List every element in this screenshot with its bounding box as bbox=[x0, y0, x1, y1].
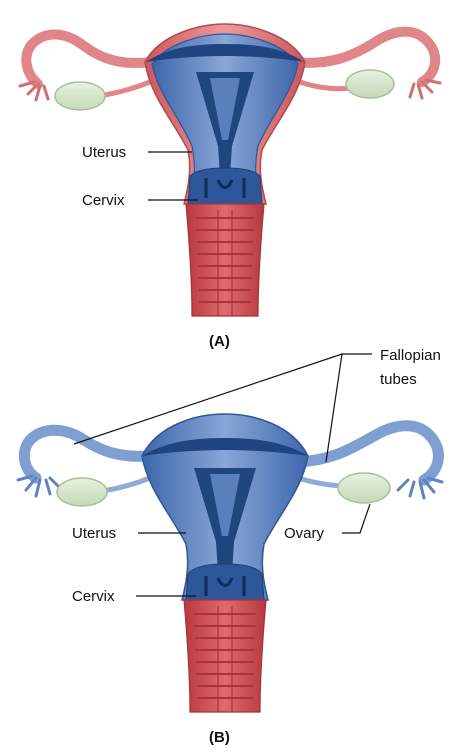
right-ovary-b bbox=[338, 473, 390, 503]
label-uterus-b: Uterus bbox=[72, 525, 116, 542]
caption-a: (A) bbox=[209, 333, 230, 350]
panel-a: Uterus Cervix (A) bbox=[20, 24, 440, 350]
label-fallopian-line1: Fallopian bbox=[380, 347, 441, 364]
right-fallopian-tube-b bbox=[298, 426, 438, 480]
right-fimbriae-b bbox=[398, 478, 442, 498]
left-fallopian-tube-b bbox=[24, 430, 148, 478]
label-cervix-b: Cervix bbox=[72, 588, 115, 605]
left-ovary-b bbox=[57, 478, 107, 506]
label-cervix-a: Cervix bbox=[82, 192, 125, 209]
cervix-b bbox=[186, 564, 264, 600]
left-fimbriae-b bbox=[18, 476, 60, 496]
right-ovary-a bbox=[346, 70, 394, 98]
vagina-b bbox=[184, 600, 266, 712]
label-fallopian-line2: tubes bbox=[380, 371, 417, 388]
label-ovary: Ovary bbox=[284, 525, 325, 542]
vagina-a bbox=[186, 204, 264, 316]
right-ovarian-ligament-a bbox=[294, 80, 350, 89]
left-ovary-a bbox=[55, 82, 105, 110]
left-ovarian-ligament-a bbox=[98, 82, 150, 96]
caption-b: (B) bbox=[209, 729, 230, 746]
leader-fallopian-right bbox=[326, 354, 342, 462]
panel-b: Fallopian tubes Uterus Ovary Cervix (B) bbox=[18, 347, 442, 746]
label-uterus-a: Uterus bbox=[82, 144, 126, 161]
leader-ovary bbox=[342, 504, 370, 533]
left-fallopian-tube-a bbox=[26, 34, 152, 84]
